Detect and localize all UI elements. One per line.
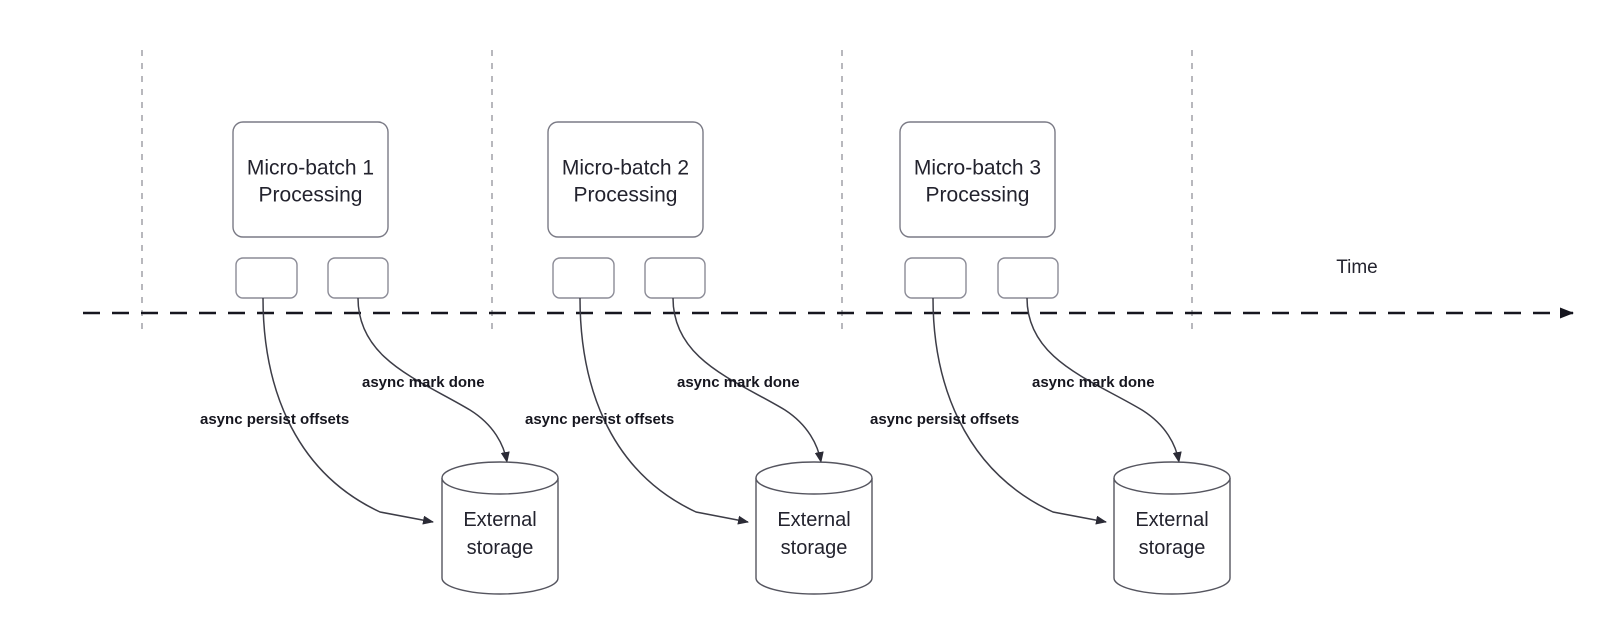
time-axis-label: Time	[1336, 257, 1378, 278]
async-task-box-1-2[interactable]	[327, 257, 389, 299]
async-task-box-1-1[interactable]	[235, 257, 298, 299]
async-task-box-3-1[interactable]	[904, 257, 967, 299]
mark-done-2-label: async mark done	[677, 374, 800, 391]
external-storage-body-2[interactable]	[755, 478, 873, 595]
persist-offsets-1-edge	[262, 297, 434, 525]
async-task-box-2-1[interactable]	[552, 257, 615, 299]
mark-done-3-label: async mark done	[1032, 374, 1155, 391]
micro-batch-box-2[interactable]	[547, 121, 704, 238]
external-storage-body-1[interactable]	[441, 478, 559, 595]
micro-batch-title-1: Micro-batch 1	[247, 157, 374, 180]
micro-batch-box-1[interactable]	[232, 121, 389, 238]
micro-batch-subtitle-1: Processing	[259, 184, 363, 207]
external-storage-top-3	[1113, 461, 1231, 495]
persist-offsets-2-label: async persist offsets	[525, 411, 674, 428]
micro-batch-group-1: Micro-batch 1 Processing async persist off…	[200, 121, 559, 595]
micro-batch-subtitle-2: Processing	[574, 184, 678, 207]
external-storage-top-2	[755, 461, 873, 495]
micro-batch-subtitle-3: Processing	[926, 184, 1030, 207]
external-storage-label-line1-2: External	[777, 509, 850, 531]
persist-offsets-3-edge	[932, 297, 1107, 525]
micro-batch-group-2: Micro-batch 2 Processing async persist off…	[525, 121, 873, 595]
external-storage-top-1	[441, 461, 559, 495]
external-storage-label-line1-1: External	[463, 509, 536, 531]
mark-done-2-edge	[672, 297, 824, 463]
persist-offsets-3-label: async persist offsets	[870, 411, 1019, 428]
persist-offsets-2-edge	[579, 297, 749, 525]
external-storage-label-line2-3: storage	[1139, 537, 1206, 559]
micro-batch-groups-layer: Micro-batch 1 Processing async persist off…	[200, 121, 1231, 595]
micro-batch-box-3[interactable]	[899, 121, 1056, 238]
async-task-box-3-2[interactable]	[997, 257, 1059, 299]
micro-batch-title-2: Micro-batch 2	[562, 157, 689, 180]
async-task-box-2-2[interactable]	[644, 257, 706, 299]
external-storage-label-line2-2: storage	[781, 537, 848, 559]
mark-done-3-edge	[1026, 297, 1182, 463]
external-storage-label-line2-1: storage	[467, 537, 534, 559]
micro-batch-title-3: Micro-batch 3	[914, 157, 1041, 180]
axis-label-layer: Time	[1336, 257, 1378, 278]
persist-offsets-1-label: async persist offsets	[200, 411, 349, 428]
mark-done-1-edge	[357, 297, 510, 463]
external-storage-label-line1-3: External	[1135, 509, 1208, 531]
mark-done-1-label: async mark done	[362, 374, 485, 391]
micro-batch-group-3: Micro-batch 3 Processing async persist off…	[870, 121, 1231, 595]
external-storage-body-3[interactable]	[1113, 478, 1231, 595]
